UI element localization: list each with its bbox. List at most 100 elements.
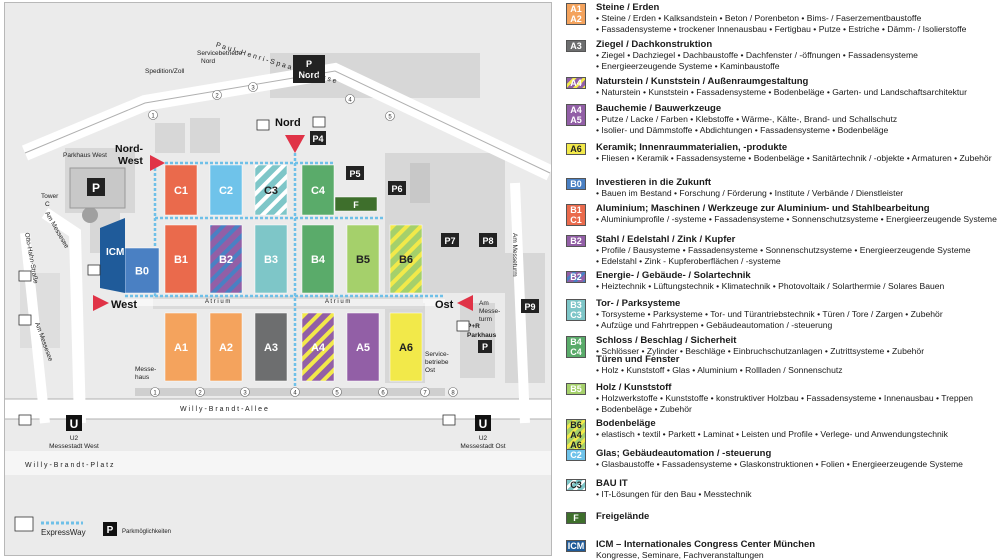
legend-title: Energie- / Gebäude- / Solartechnik — [596, 270, 751, 281]
legend-title: Aluminium; Maschinen / Werkzeuge zur Alu… — [596, 203, 930, 214]
legend-code: B2 — [570, 236, 582, 246]
hall-label: A1 — [174, 342, 188, 354]
label-servicebetriebe-ost: Service- — [425, 351, 449, 358]
label-am-messeturm-road: Am Messeturm — [511, 233, 518, 277]
legend-title: Freigelände — [596, 511, 650, 522]
ticket-icon — [442, 414, 456, 426]
entrance-nord[interactable]: Nord — [275, 117, 305, 153]
hall-b3[interactable]: B3 — [254, 224, 288, 294]
hall-f[interactable]: F — [334, 196, 378, 212]
gate-marker — [150, 387, 160, 397]
tower — [82, 207, 98, 223]
hall-a6[interactable]: A6 — [389, 312, 423, 382]
legend-code: C4 — [570, 347, 582, 357]
hall-label: A2 — [219, 342, 233, 354]
hall-label: C3 — [264, 185, 278, 197]
gate-number: 1 — [153, 391, 157, 397]
legend-line: • Bauen im Bestand • Forschung / Förderu… — [596, 188, 904, 198]
ubahn-ost[interactable]: U U2 Messestadt Ost — [460, 415, 506, 450]
hall-c2[interactable]: C2 — [209, 164, 243, 216]
ticket-icon — [18, 414, 32, 426]
entrance-west[interactable]: West — [93, 295, 137, 311]
legend-description: • Naturstein • Kunststein • Fassadensyst… — [596, 87, 998, 98]
expressway-icon — [14, 516, 34, 532]
legend-line: • Edelstahl • Zink - Kupferoberflächen /… — [596, 255, 781, 266]
hall-a4[interactable]: A4 — [301, 312, 335, 382]
legend-line: • Glasbaustoffe • Fassadensysteme • Glas… — [596, 459, 963, 469]
hall-c3[interactable]: C3 — [254, 164, 288, 216]
hall-label: C4 — [311, 185, 326, 197]
hall-label: B3 — [264, 254, 278, 266]
parking-p7[interactable]: P7 — [444, 236, 455, 246]
hall-a2[interactable]: A2 — [209, 312, 243, 382]
legend-title: Türen und Fenster — [596, 354, 680, 365]
legend-line: • Aluminiumprofile / -systeme • Fassaden… — [596, 214, 997, 224]
hall-c4[interactable]: C4 — [301, 164, 335, 216]
parking-nord[interactable]: P Nord — [293, 55, 325, 83]
hall-label: F — [353, 200, 359, 210]
svg-text:Nord: Nord — [275, 117, 301, 129]
legend-title: Bodenbeläge — [596, 418, 656, 429]
legend-code: A4 — [570, 105, 582, 115]
ticket-icon — [18, 270, 32, 282]
road-number: 1 — [151, 114, 155, 120]
parkhaus-west[interactable]: P — [69, 167, 126, 209]
hall-c1[interactable]: C1 — [164, 164, 198, 216]
legend-code: A5 — [570, 115, 582, 125]
svg-text:haus: haus — [135, 374, 150, 381]
legend-title: Glas; Gebäudeautomation / -steuerung — [596, 448, 772, 459]
parking-p9[interactable]: P9 — [524, 302, 535, 312]
hall-b5[interactable]: B5 — [346, 224, 380, 294]
ubahn-west[interactable]: U U2 Messestadt West — [49, 415, 99, 450]
hall-b2[interactable]: B2 — [209, 224, 243, 294]
parking-p6[interactable]: P6 — [391, 184, 402, 194]
legend-line: • Torsysteme • Parksysteme • Tor- und Tü… — [596, 309, 943, 319]
parking-p5[interactable]: P5 — [349, 169, 360, 179]
legend-line: • Fassadensysteme • trockener Innenausba… — [596, 23, 967, 34]
legend-line: • Schlösser • Zylinder • Beschläge • Ein… — [596, 346, 925, 356]
legend-line: • Naturstein • Kunststein • Fassadensyst… — [596, 87, 967, 97]
hall-a3[interactable]: A3 — [254, 312, 288, 382]
entrance-nordwest[interactable]: Nord- West — [115, 143, 165, 171]
legend-line: • Putze / Lacke / Farben • Klebstoffe • … — [596, 114, 898, 124]
hall-b1[interactable]: B1 — [164, 224, 198, 294]
hall-a1[interactable]: A1 — [164, 312, 198, 382]
hall-b6[interactable]: B6 — [389, 224, 423, 294]
legend-line: • Energieerzeugende Systeme • Kaminbaust… — [596, 60, 780, 71]
road-number: 4 — [348, 98, 352, 104]
gate-marker — [448, 387, 458, 397]
hall-b4[interactable]: B4 — [301, 224, 335, 294]
legend-description: • Glasbaustoffe • Fassadensysteme • Glas… — [596, 459, 998, 470]
parking-p8[interactable]: P8 — [482, 236, 493, 246]
svg-text:Nord: Nord — [201, 58, 215, 65]
legend-line: • elastisch • textil • Parkett • Laminat… — [596, 429, 948, 439]
legend-swatch: ICM — [566, 540, 586, 552]
svg-text:Messestadt Ost: Messestadt Ost — [460, 443, 505, 450]
pr-parkhaus-p[interactable]: P — [482, 342, 488, 352]
hall-label: A6 — [399, 342, 413, 354]
icm-building[interactable]: ICM — [100, 218, 125, 293]
hall-label: B0 — [135, 266, 149, 278]
legend-description: • Torsysteme • Parksysteme • Tor- und Tü… — [596, 309, 998, 330]
parking-p4[interactable]: P4 — [312, 134, 323, 144]
label-servicebetriebe-nord: Servicebetriebe — [197, 50, 243, 57]
hall-label: A5 — [356, 342, 370, 354]
legend-code: A6 — [570, 144, 582, 154]
legend-code: B4 — [570, 337, 582, 347]
gate-number: 3 — [243, 391, 247, 397]
entrance-ost[interactable]: Ost — [435, 295, 473, 311]
legend-title: Stahl / Edelstahl / Zink / Kupfer — [596, 234, 736, 245]
legend-description: • Heiztechnik • Lüftungstechnik • Klimat… — [596, 281, 998, 292]
svg-text:turm: turm — [479, 316, 492, 323]
legend-description: • Schlösser • Zylinder • Beschläge • Ein… — [596, 346, 998, 357]
hall-b0[interactable]: B0 — [124, 247, 160, 294]
label-atrium-2: A t r i u m — [325, 299, 350, 305]
svg-text:Ost: Ost — [425, 367, 435, 374]
gate-number: 4 — [293, 391, 297, 397]
legend-description: • elastisch • textil • Parkett • Laminat… — [596, 429, 998, 440]
hall-a5[interactable]: A5 — [346, 312, 380, 382]
